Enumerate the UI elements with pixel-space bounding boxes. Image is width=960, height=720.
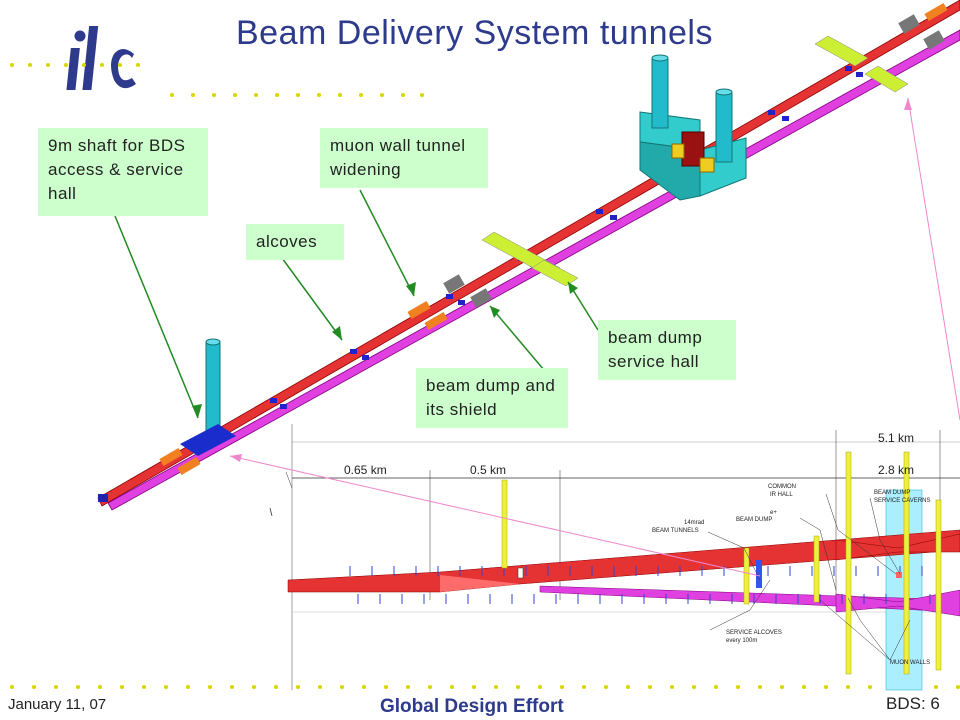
plan-view: 0.65 km 0.5 km 5.1 km 2.8 km COMMON IR H… <box>269 424 960 691</box>
km-label-28: 2.8 km <box>878 463 914 477</box>
label-muon-walls: MUON WALLS <box>890 660 930 666</box>
tunnel-3d-view <box>97 0 960 511</box>
label-eplus: e+ <box>770 510 777 516</box>
callout-muon-wall: muon wall tunnel widening <box>320 128 488 188</box>
label-every-100m: every 100m <box>726 638 757 644</box>
ir-hall <box>639 54 747 201</box>
reference-arrows <box>229 97 960 577</box>
muon-wall-bars <box>501 451 942 675</box>
label-common: COMMON <box>768 484 796 490</box>
service-halls <box>481 35 909 287</box>
page-title: Beam Delivery System tunnels <box>236 14 713 52</box>
dump-blocks <box>443 14 945 308</box>
km-label-05: 0.5 km <box>470 463 506 477</box>
ilc-logo <box>66 26 136 90</box>
label-dump-caverns-1: BEAM DUMP <box>874 490 910 496</box>
footer-title: Global Design Effort <box>380 696 564 717</box>
magenta-tunnel <box>107 29 960 511</box>
dotted-rule-bottom <box>10 685 960 689</box>
annotation-arrows <box>114 189 599 419</box>
km-label-065: 0.65 km <box>344 463 387 477</box>
label-beam-tunnels: BEAM TUNNELS <box>652 528 699 534</box>
label-ir-hall: IR HALL <box>770 492 793 498</box>
callout-dump-hall: beam dump service hall <box>598 320 736 380</box>
callout-shaft: 9m shaft for BDS access & service hall <box>38 128 208 216</box>
callout-alcoves: alcoves <box>246 224 344 260</box>
red-beam-tunnel-plan <box>287 529 960 593</box>
callout-dump-shield: beam dump and its shield <box>416 368 568 428</box>
dotted-rule-top <box>10 63 140 67</box>
label-service-alcoves: SERVICE ALCOVES <box>726 630 782 636</box>
access-shaft-left <box>180 338 236 456</box>
dotted-rule-mid <box>170 93 424 97</box>
muon-walls <box>159 3 948 475</box>
label-dump-caverns-2: SERVICE CAVERNS <box>874 498 930 504</box>
km-label-51: 5.1 km <box>878 431 914 445</box>
tunnel-end <box>98 494 108 502</box>
label-14mrad: 14mrad <box>684 520 704 526</box>
page-number: BDS: 6 <box>886 694 940 713</box>
footer-date: January 11, 07 <box>8 696 107 713</box>
label-beam-dump: BEAM DUMP <box>736 517 772 523</box>
